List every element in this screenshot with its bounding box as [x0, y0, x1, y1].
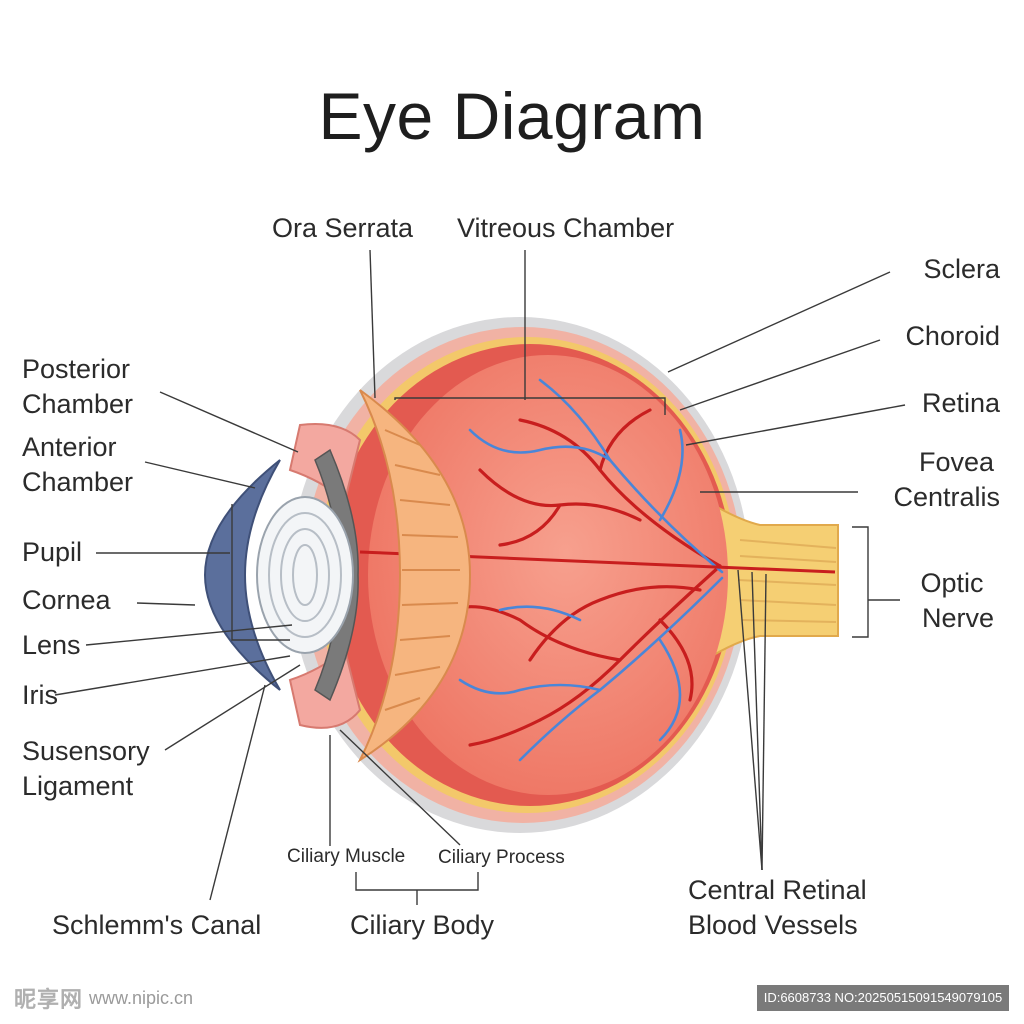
pointer-lines: [54, 249, 906, 905]
label-posterior-line2: Chamber: [22, 389, 134, 419]
label-iris: Iris: [22, 680, 58, 710]
label-crbv-line2: Blood Vessels: [688, 910, 858, 940]
label-optic-line2: Nerve: [921, 603, 995, 633]
label-retina: Retina: [921, 388, 1000, 418]
label-fovea-line2: Centralis: [893, 482, 1000, 512]
label-suspensory-line2: Ligament: [22, 771, 134, 801]
label-cornea: Cornea: [22, 585, 111, 615]
watermark-site: 昵享网 www.nipic.cn: [14, 984, 193, 1012]
cornea-shape: [203, 459, 281, 691]
ciliary-band: [357, 389, 472, 763]
blood-vessels: [448, 378, 724, 762]
label-ora-serrata: Ora Serrata: [272, 213, 414, 243]
lens-shape: [256, 496, 354, 654]
label-sclera: Sclera: [923, 254, 1000, 284]
label-anterior-line2: Chamber: [22, 467, 134, 497]
label-ciliary-body: Ciliary Body: [350, 910, 495, 940]
label-choroid: Choroid: [905, 321, 1000, 351]
watermark-site-cn: 昵享网: [14, 987, 84, 1012]
vitreous-chamber-shape: [368, 355, 728, 795]
optic-nerve-shape: [704, 498, 839, 662]
watermark-id-badge: ID:6608733 NO:20250515091549079105: [757, 985, 1009, 1011]
label-crbv-line1: Central Retinal: [688, 875, 867, 905]
label-lens: Lens: [22, 630, 81, 660]
label-ciliary-process: Ciliary Process: [438, 847, 565, 868]
label-anterior-line1: Anterior: [22, 432, 117, 462]
label-optic-line1: Optic: [920, 568, 984, 598]
label-fovea-line1: Fovea: [918, 447, 994, 477]
page-title: Eye Diagram: [318, 79, 706, 153]
watermark-site-url: www.nipic.cn: [89, 987, 194, 1008]
label-pupil: Pupil: [22, 537, 83, 567]
label-suspensory-line1: Susensory: [22, 736, 150, 766]
label-posterior-line1: Posterior: [22, 354, 131, 384]
label-ciliary-muscle: Ciliary Muscle: [287, 846, 406, 867]
label-schlemms-canal: Schlemm's Canal: [52, 910, 262, 940]
label-vitreous-chamber: Vitreous Chamber: [457, 213, 675, 243]
